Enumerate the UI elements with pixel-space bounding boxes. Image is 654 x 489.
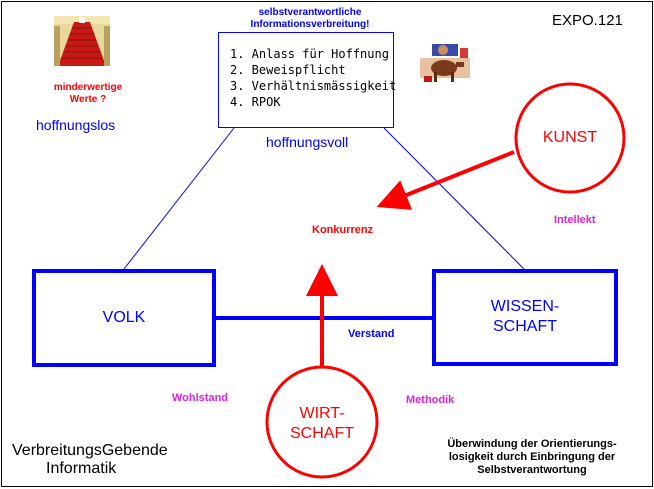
principle-item-3: 3. Verhältnismässigkeit: [230, 79, 397, 93]
circle-wirtschaft: [265, 365, 379, 479]
principle-item-2: 2. Beweispflicht: [230, 63, 346, 77]
wissenschaft-line1: WISSEN-: [490, 298, 560, 315]
top-note-line1: selbstverantwortliche: [258, 7, 362, 18]
horse-rider-picture: [420, 42, 470, 86]
footer-right-line1: Überwindung der Orientierungs-: [447, 438, 617, 450]
hoffnungslos-label: hoffnungslos: [36, 117, 116, 133]
footer-left-line1: VerbreitungsGebende: [12, 442, 168, 459]
minderwertige-note: minderwertige Werte ?: [38, 82, 138, 106]
principle-item-1: 1. Anlass für Hoffnung: [230, 47, 389, 61]
kunst-label: KUNST: [542, 129, 598, 146]
arrow-kunst-konkurrenz: [376, 150, 515, 210]
wohlstand-label: Wohlstand: [172, 392, 229, 404]
line-volk-to-top: [123, 127, 235, 270]
top-note: selbstverantwortliche Informationsverbre…: [210, 7, 410, 31]
red-staircase-icon: [54, 16, 110, 66]
minderwertige-line2: Werte ?: [69, 94, 107, 105]
top-note-line2: Informationsverbreitung!: [250, 19, 370, 30]
wissenschaft-line2: SCHAFT: [493, 318, 557, 335]
red-staircase-picture: [54, 16, 110, 66]
methodik-label: Methodik: [406, 394, 455, 406]
horse-rider-icon: [420, 42, 470, 86]
footer-right-line3: Selbstverantwortung: [477, 464, 587, 476]
intellekt-label: Intellekt: [554, 214, 596, 226]
wirtschaft-label: WIRT- SCHAFT: [272, 404, 372, 444]
wirtschaft-line1: WIRT-: [299, 405, 345, 422]
minderwertige-line1: minderwertige: [53, 82, 123, 93]
footer-right: Überwindung der Orientierungs- losigkeit…: [420, 438, 644, 477]
wissenschaft-label: WISSEN- SCHAFT: [436, 297, 614, 337]
circle-kunst: [514, 82, 626, 194]
wissenschaft-box: WISSEN- SCHAFT: [432, 269, 618, 366]
verstand-label: Verstand: [348, 328, 395, 340]
volk-box: VOLK: [32, 269, 216, 367]
footer-left-line2: Informatik: [46, 460, 117, 477]
footer-right-line2: losigkeit durch Einbringung der: [448, 451, 616, 463]
hoffnungsvoll-label: hoffnungsvoll: [266, 134, 349, 150]
principles-box: 1. Anlass für Hoffnung 2. Beweispflicht …: [218, 32, 396, 128]
konkurrenz-label: Konkurrenz: [312, 224, 374, 236]
expo-label: EXPO.121: [552, 12, 623, 29]
line-top-to-wissenschaft: [383, 127, 525, 270]
wirtschaft-line2: SCHAFT: [290, 425, 354, 442]
footer-left: VerbreitungsGebende Informatik: [12, 442, 168, 478]
principles-list: 1. Anlass für Hoffnung 2. Beweispflicht …: [230, 46, 396, 110]
principle-item-4: 4. RPOK: [230, 95, 281, 109]
volk-label: VOLK: [102, 309, 146, 326]
